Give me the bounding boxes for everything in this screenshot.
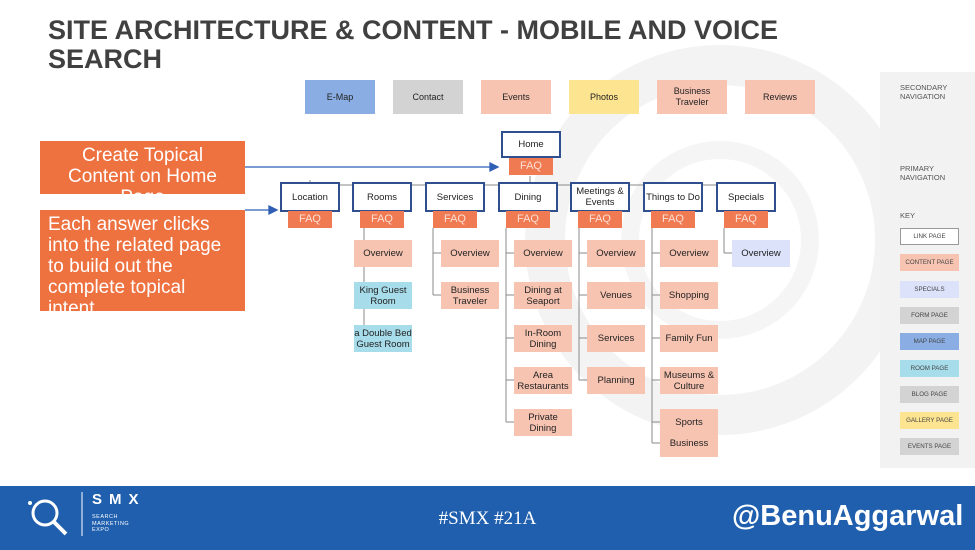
key-item: LINK PAGE [900, 228, 959, 245]
key-item: SPECIALS [900, 280, 959, 298]
primary-nav-2[interactable]: Services [425, 182, 485, 212]
meetings_children-2[interactable]: Services [587, 325, 645, 352]
primary-navigation-label: PRIMARY NAVIGATION [900, 164, 946, 182]
key-item: EVENTS PAGE [900, 438, 959, 456]
secondary-nav-2[interactable]: Events [481, 80, 551, 114]
dining_children-3[interactable]: Area Restaurants [514, 367, 572, 394]
meetings_children-1[interactable]: Venues [587, 282, 645, 309]
speaker-handle: @BenuAggarwal [732, 500, 964, 532]
primary-faq-6[interactable]: FAQ [724, 211, 768, 228]
primary-faq-4[interactable]: FAQ [578, 211, 622, 228]
things_children-0[interactable]: Overview [660, 240, 718, 267]
callout-answer-clicks: Each answer clicks into the related page… [40, 210, 245, 319]
dining_children-2[interactable]: In-Room Dining [514, 325, 572, 352]
footer-bar [0, 486, 975, 550]
key-label: KEY [900, 211, 916, 220]
secondary-navigation-label: SECONDARY NAVIGATION [900, 83, 948, 101]
secondary-nav-3[interactable]: Photos [569, 80, 639, 114]
home-faq[interactable]: FAQ [509, 158, 553, 175]
primary-faq-5[interactable]: FAQ [651, 211, 695, 228]
dining_children-1[interactable]: Dining at Seaport [514, 282, 572, 309]
things_children-2[interactable]: Family Fun [660, 325, 718, 352]
rooms_children-1[interactable]: King Guest Room [354, 282, 412, 309]
key-item: FORM PAGE [900, 306, 959, 324]
primary-nav-6[interactable]: Specials [716, 182, 776, 212]
key-item: CONTENT PAGE [900, 254, 959, 272]
services_children-0[interactable]: Overview [441, 240, 499, 267]
secondary-nav-5[interactable]: Reviews [745, 80, 815, 114]
key-item: MAP PAGE [900, 333, 959, 351]
meetings_children-0[interactable]: Overview [587, 240, 645, 267]
rooms_children-0[interactable]: Overview [354, 240, 412, 267]
rooms_children-2[interactable]: a Double Bed Guest Room [354, 325, 412, 352]
meetings_children-3[interactable]: Planning [587, 367, 645, 394]
primary-faq-3[interactable]: FAQ [506, 211, 550, 228]
key-item: BLOG PAGE [900, 385, 959, 403]
event-hashtag: #SMX #21A [438, 508, 537, 529]
primary-nav-4[interactable]: Meetings & Events [570, 182, 630, 212]
services_children-1[interactable]: Business Traveler [441, 282, 499, 309]
primary-faq-0[interactable]: FAQ [288, 211, 332, 228]
callout-home-content: Create Topical Content on Home Page [40, 141, 245, 208]
secondary-nav-0[interactable]: E-Map [305, 80, 375, 114]
key-item: GALLERY PAGE [900, 412, 959, 430]
things_children-5[interactable]: Business [660, 430, 718, 457]
primary-nav-1[interactable]: Rooms [352, 182, 412, 212]
primary-faq-2[interactable]: FAQ [433, 211, 477, 228]
dining_children-0[interactable]: Overview [514, 240, 572, 267]
things_children-1[interactable]: Shopping [660, 282, 718, 309]
dining_children-4[interactable]: Private Dining [514, 409, 572, 436]
things_children-3[interactable]: Museums & Culture [660, 367, 718, 394]
secondary-nav-1[interactable]: Contact [393, 80, 463, 114]
specials_children-0[interactable]: Overview [732, 240, 790, 267]
key-item: ROOM PAGE [900, 359, 959, 377]
secondary-nav-4[interactable]: Business Traveler [657, 80, 727, 114]
home-node[interactable]: Home [501, 131, 561, 158]
smx-logo-subtitle: SEARCH MARKETING EXPO [92, 514, 130, 533]
primary-faq-1[interactable]: FAQ [360, 211, 404, 228]
smx-logo-word: SMX [92, 491, 146, 508]
page-title: SITE ARCHITECTURE & CONTENT - MOBILE AND… [48, 15, 779, 74]
